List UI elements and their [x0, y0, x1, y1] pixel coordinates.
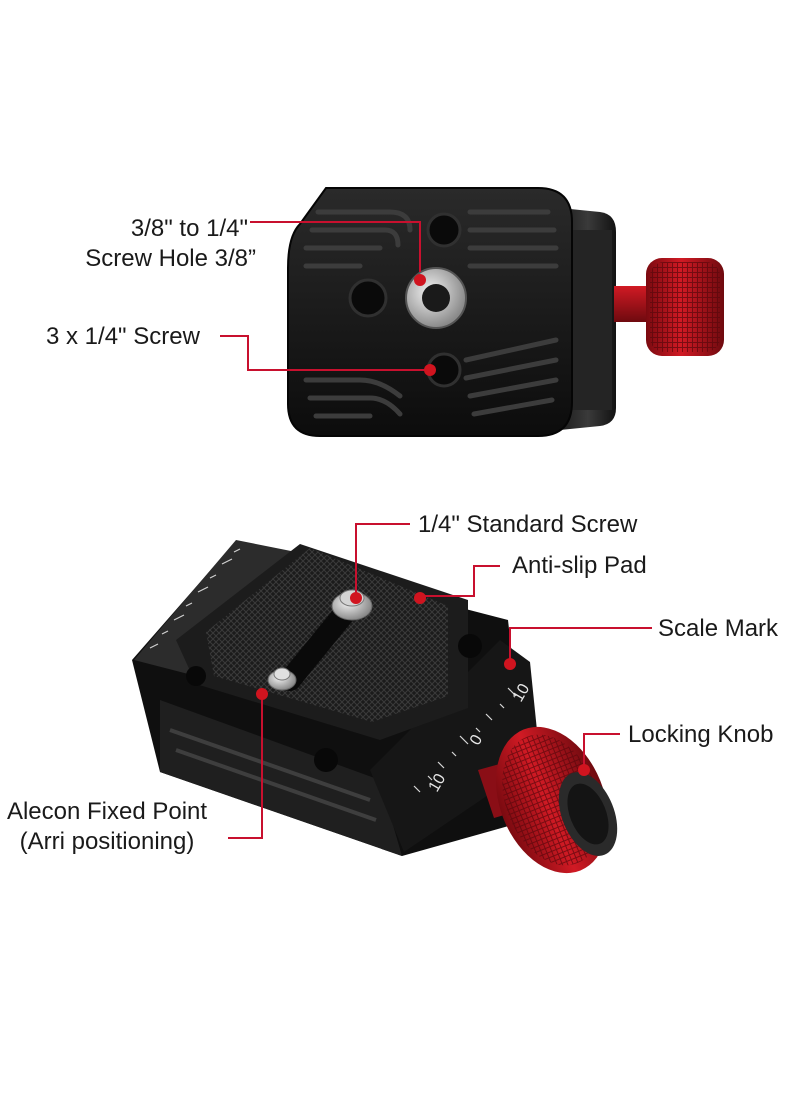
callout-line-locking-knob — [583, 733, 620, 770]
hole-left — [348, 278, 388, 318]
callout-dot-three-screw — [424, 364, 436, 376]
left-scale-ticks — [149, 548, 241, 649]
clamp-side-front — [160, 700, 402, 856]
callout-dot-screwhole — [414, 274, 426, 286]
label-anti-slip: Anti-slip Pad — [512, 552, 647, 579]
callout-line-three-screw — [220, 335, 430, 371]
left-scale-rail — [134, 540, 296, 676]
callout-line-standard-screw — [355, 523, 410, 598]
right-scale-ticks — [413, 687, 517, 793]
label-locking-knob: Locking Knob — [628, 721, 774, 748]
label-scale-mark: Scale Mark — [658, 615, 779, 642]
label-three-screw: 3 x 1/4" Screw — [46, 323, 200, 350]
label-screw-hole-line2: Screw Hole 3/8” — [85, 245, 256, 272]
clamp-rail-face — [568, 230, 612, 410]
callout-dot-locking-knob — [578, 764, 590, 776]
center-screw-bore — [422, 284, 450, 312]
callout-dot-anti-slip — [414, 592, 426, 604]
label-standard-screw: 1/4" Standard Screw — [418, 511, 638, 538]
base-hole-2 — [314, 748, 338, 772]
scale-number-bottom: 10 — [426, 771, 450, 795]
scale-number-top: 10 — [510, 681, 534, 705]
bottom-clamp-view: 10 0 10 — [132, 523, 652, 874]
callout-dot-scale-mark — [504, 658, 516, 670]
label-screw-hole-line1: 3/8" to 1/4" — [130, 215, 248, 242]
label-fixed-point-line2: (Arri positioning) — [19, 828, 195, 855]
callout-line-anti-slip — [420, 565, 500, 597]
callout-line-screwhole — [250, 221, 421, 272]
hole-top — [426, 212, 462, 248]
top-plate-view — [220, 187, 724, 437]
callout-line-scale-mark — [509, 627, 652, 660]
base-hole-3 — [458, 634, 482, 658]
callout-dot-fixed-point — [256, 688, 268, 700]
label-fixed-point-line1: Alecon Fixed Point — [6, 798, 208, 825]
base-hole-1 — [186, 666, 206, 686]
callout-line-fixed-point — [228, 694, 263, 839]
right-scale-rail — [370, 640, 540, 852]
plate-grooves — [303, 209, 559, 419]
callout-dot-standard-screw — [350, 592, 362, 604]
